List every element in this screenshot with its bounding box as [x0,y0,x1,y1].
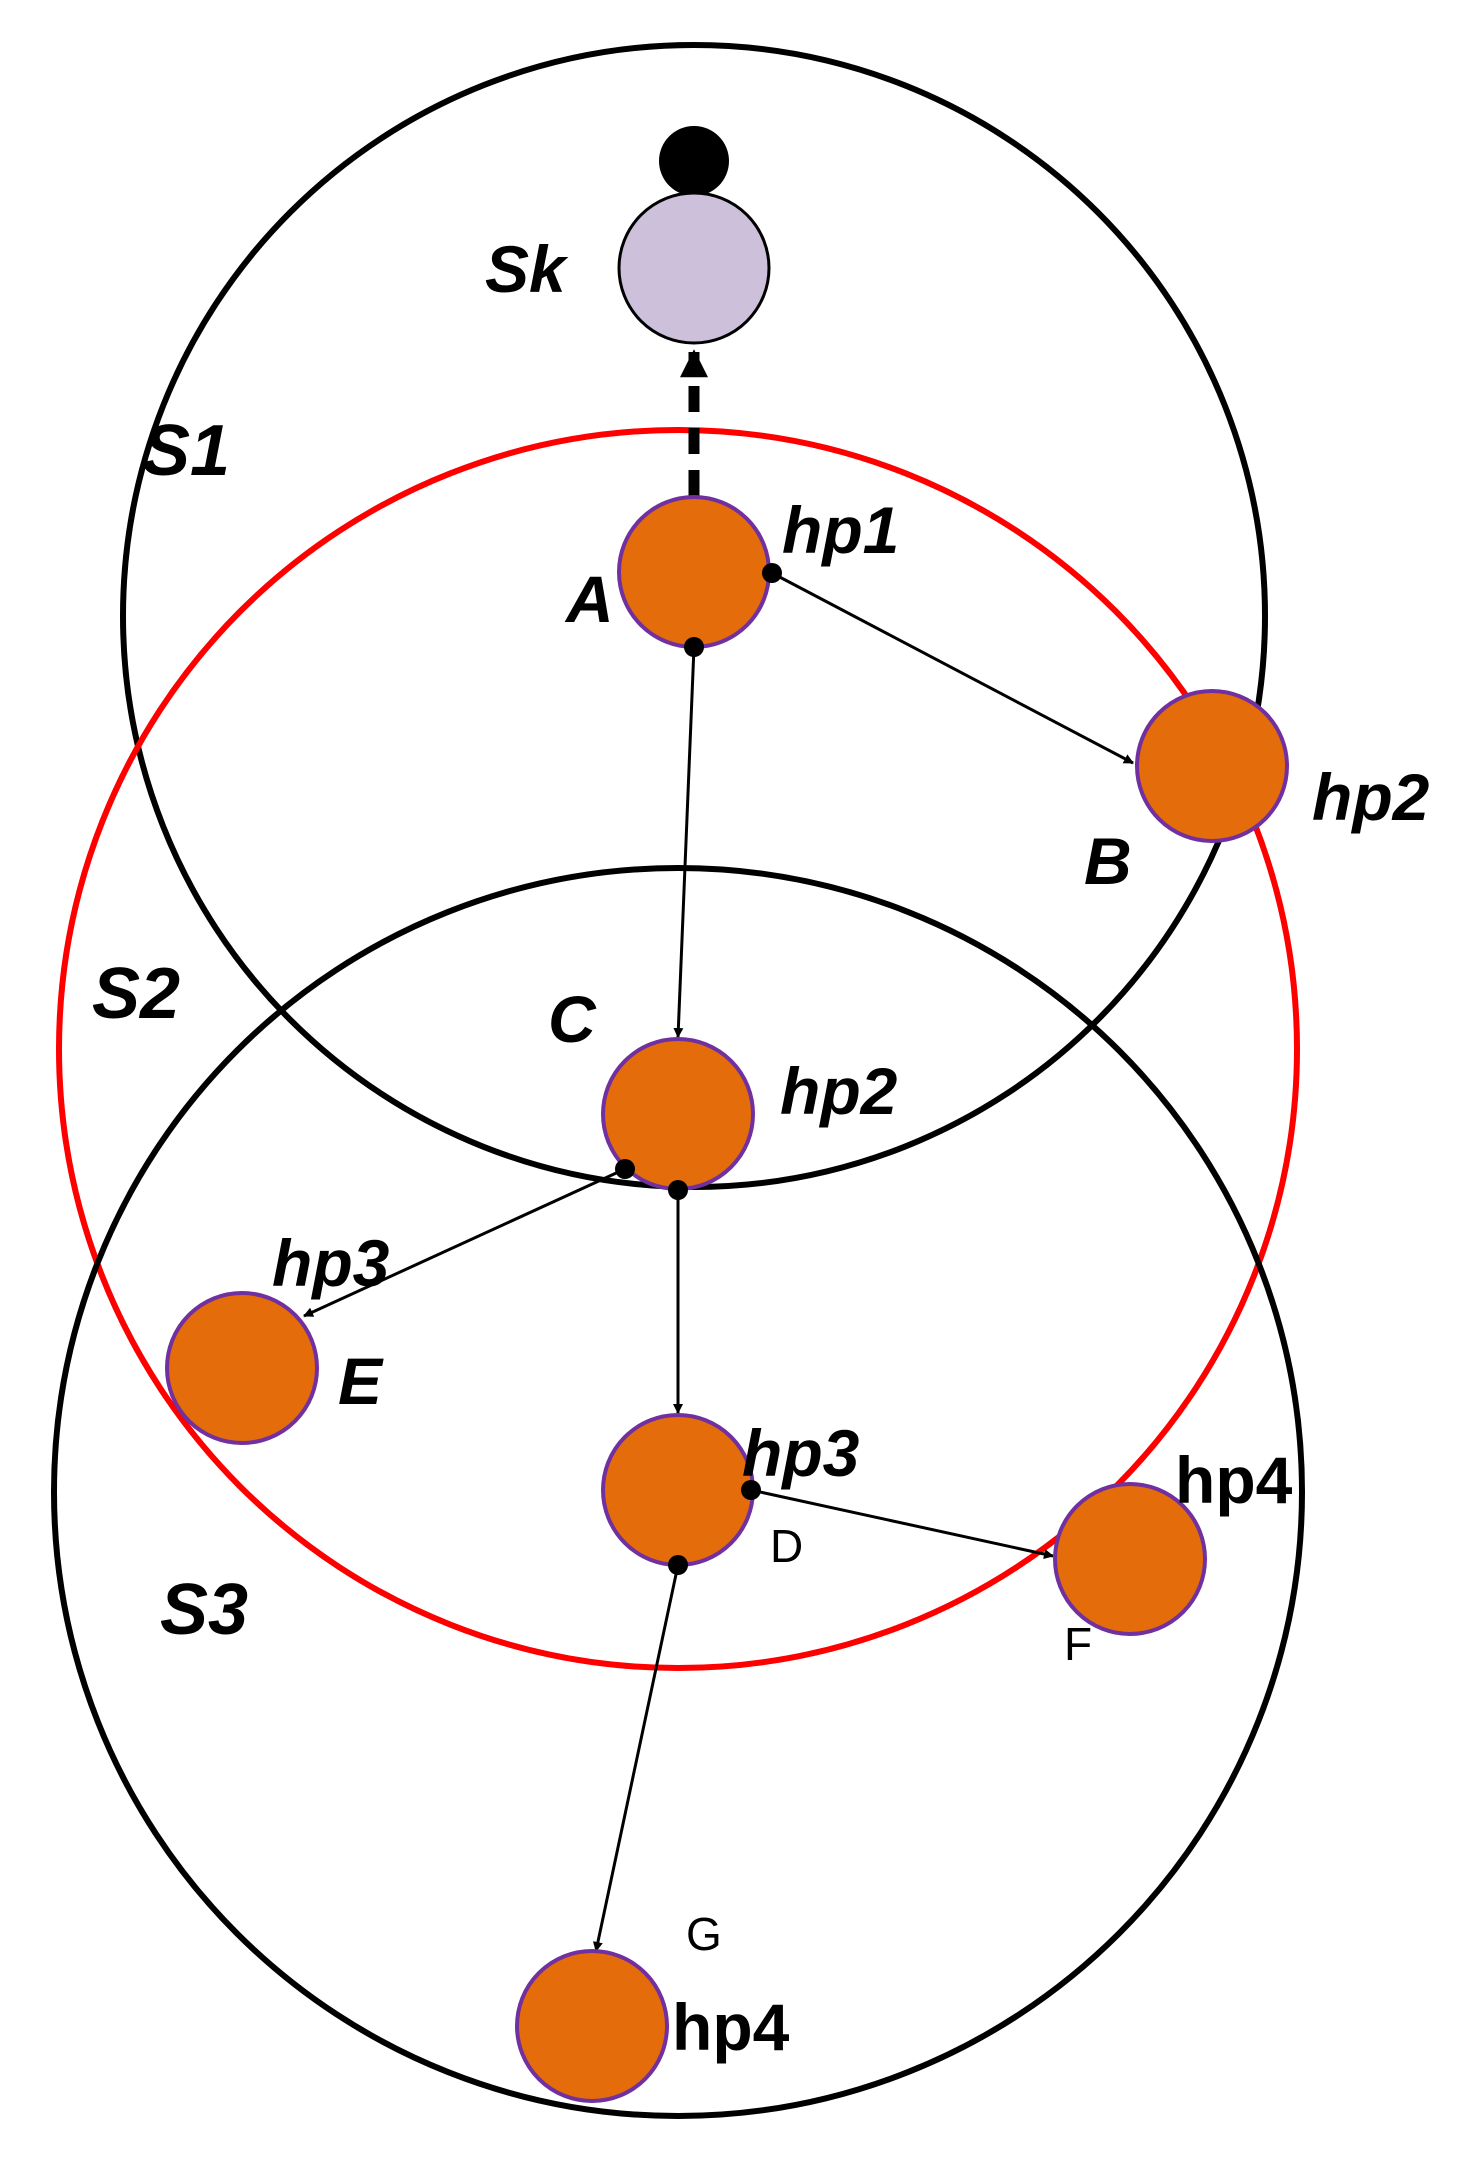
node-g [515,1949,669,2103]
node-d [601,1413,755,1567]
sink-antenna-dot [659,126,729,196]
node-c-label: C [548,982,597,1056]
node-e [165,1291,319,1445]
node-b-hop-label: hp2 [1312,760,1430,834]
edge-source-dot [741,1480,761,1500]
sink-node [617,191,771,345]
edge-source-dot [762,563,782,583]
region-s2-label: S2 [92,954,180,1034]
edge-a-to-c [673,646,696,1038]
edge-d-to-f [750,1488,1054,1559]
node-c-hop-label: hp2 [780,1054,898,1128]
node-d-label: D [770,1520,803,1572]
region-s3-circle [51,865,1305,2119]
edge-source-dot [615,1159,635,1179]
edge-source-dot [668,1555,688,1575]
node-f-label: F [1064,1618,1092,1670]
edge-source-dot [684,637,704,657]
edge-d-to-g [592,1564,680,1952]
node-g-label: G [686,1908,722,1960]
node-e-label: E [338,1344,384,1418]
node-b [1135,689,1289,843]
node-g-hop-label: hp4 [672,1990,790,2064]
region-s1-label: S1 [142,411,230,491]
node-b-label: B [1084,824,1132,898]
node-d-hop-label: hp3 [742,1416,859,1490]
node-a [617,495,771,649]
region-s3-label: S3 [160,1570,248,1650]
node-e-hop-label: hp3 [272,1226,389,1300]
node-f-hop-label: hp4 [1175,1443,1293,1517]
node-a-hop-label: hp1 [782,493,899,567]
edge-source-dot [668,1180,688,1200]
edge-a-to-b [771,571,1134,765]
node-a-label: A [564,562,614,636]
node-f [1053,1482,1207,1636]
sink-label: Sk [485,232,569,306]
edge-c-to-e [303,1167,626,1318]
region-s2-circle [56,427,1300,1671]
